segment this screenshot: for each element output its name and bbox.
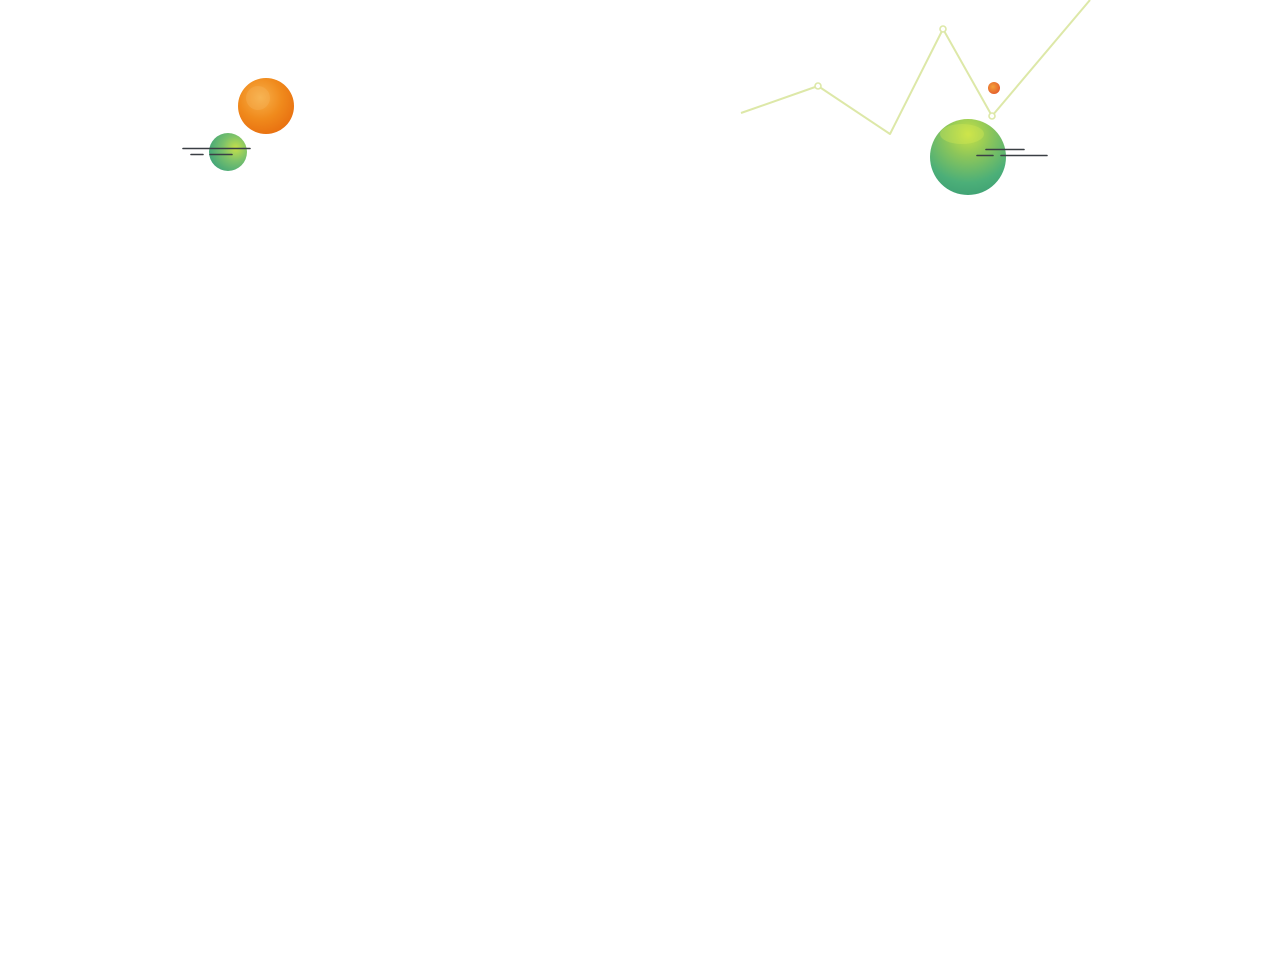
- large-green-planet-highlight: [940, 124, 984, 144]
- zigzag-node: [814, 82, 822, 90]
- right-planet-cluster: [740, 0, 1091, 195]
- orange-planet: [238, 78, 294, 134]
- zigzag-node: [988, 112, 996, 120]
- orange-planet-texture: [246, 86, 270, 110]
- left-dash-lines: [182, 147, 251, 156]
- right-dash-lines: [976, 148, 1048, 157]
- zigzag-node: [939, 25, 947, 33]
- small-orange-dot: [988, 82, 1000, 94]
- zigzag-line: [740, 0, 1091, 135]
- left-planet-cluster: [182, 78, 294, 171]
- green-planet: [209, 133, 247, 171]
- large-green-planet: [930, 119, 1006, 195]
